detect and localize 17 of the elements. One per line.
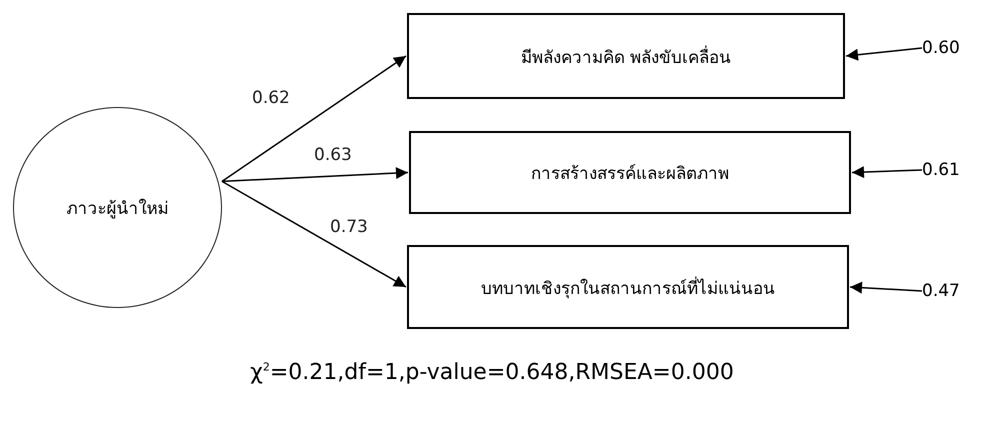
- error-variance-value: 0.60: [922, 38, 960, 58]
- node-label: บทบาทเชิงรุกในสถานการณ์ที่ไม่แน่นอน: [481, 276, 775, 300]
- arrow: [846, 47, 922, 61]
- node-label: การสร้างสรรค์และผลิตภาพ: [531, 163, 729, 186]
- arrow: [222, 180, 406, 288]
- indicator-box: [409, 131, 851, 214]
- fit-statistics-caption: χ$^{2}$=0.21,df=1,p-value=0.648,RMSEA=0.000: [250, 360, 734, 385]
- node-label: มีพลังความคิด พลังขับเคลื่อน: [520, 44, 732, 70]
- arrow: [222, 55, 406, 182]
- error-variance-value: 0.47: [922, 281, 960, 301]
- arrow: [852, 166, 922, 178]
- arrow: [850, 282, 922, 294]
- indicator-box: [407, 245, 849, 329]
- node-label: ภาวะผู้นำใหม่: [66, 198, 168, 221]
- indicator-box: [407, 13, 845, 99]
- error-variance-value: 0.61: [922, 160, 960, 180]
- arrow: [222, 167, 408, 182]
